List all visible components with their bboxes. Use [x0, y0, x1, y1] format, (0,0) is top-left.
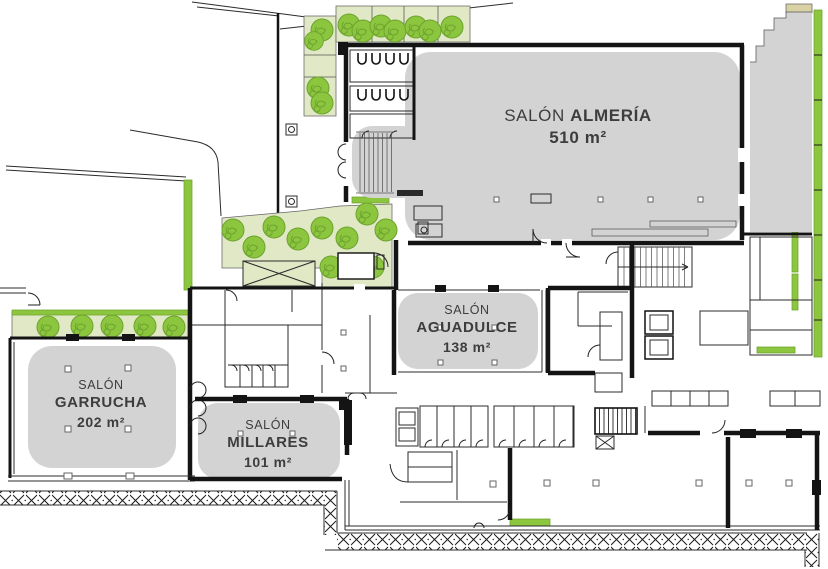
- salon-area: 138 m²: [443, 338, 491, 355]
- salon-millares-label: SALÓN MILLARES 101 m²: [227, 417, 308, 471]
- salon-name: ALMERÍA: [570, 105, 652, 125]
- spiral-stairs: [594, 407, 638, 450]
- east-stairs: [699, 310, 749, 346]
- salon-area: 202 m²: [77, 413, 125, 430]
- salon-name: MILLARES: [227, 434, 309, 452]
- stage-stairs: [356, 131, 394, 194]
- columns-and-furniture: [64, 193, 793, 488]
- service-stairs: [599, 311, 623, 361]
- planters: [11, 3, 823, 527]
- terrace-floor: [750, 12, 812, 232]
- restroom-mid: [224, 324, 289, 388]
- salon-garrucha-label: SALÓN GARRUCHA 202 m²: [55, 377, 147, 431]
- salon-prefix: SALÓN: [78, 378, 124, 393]
- salon-almeria-floor: [405, 52, 740, 240]
- salon-area: 510 m²: [549, 128, 607, 147]
- hedge-strip-right: [813, 9, 823, 358]
- salon-name: GARRUCHA: [54, 394, 148, 412]
- doors: [27, 228, 726, 529]
- interior-walls: [0, 49, 821, 503]
- elevators: [644, 310, 674, 360]
- central-stairs: [389, 451, 453, 483]
- salon-aguadulce-label: SALÓN AGUADULCE 138 m²: [416, 302, 517, 356]
- salon-almeria-label: SALÓN ALMERÍA 510 m²: [504, 105, 652, 149]
- hedge-strip-left: [183, 179, 193, 291]
- salon-name: AGUADULCE: [416, 319, 518, 337]
- salon-millares-floor: [198, 403, 340, 479]
- side-stairs: [413, 205, 443, 238]
- salon-garrucha-floor: [28, 346, 176, 468]
- salon-aguadulce-floor: [398, 293, 538, 369]
- salon-prefix: SALÓN: [245, 418, 291, 433]
- main-stairs: [617, 246, 693, 288]
- skylight-x: [242, 260, 316, 287]
- salon-prefix: SALÓN: [444, 303, 490, 318]
- courtyard-kiosk: [337, 252, 389, 280]
- sidewalk-hatch: [0, 490, 820, 567]
- restrooms-bottom: [395, 390, 821, 448]
- room-floors: [28, 11, 812, 479]
- salon-prefix: SALÓN: [504, 105, 565, 125]
- drain-symbols: [285, 123, 298, 208]
- salon-area: 101 m²: [244, 453, 292, 470]
